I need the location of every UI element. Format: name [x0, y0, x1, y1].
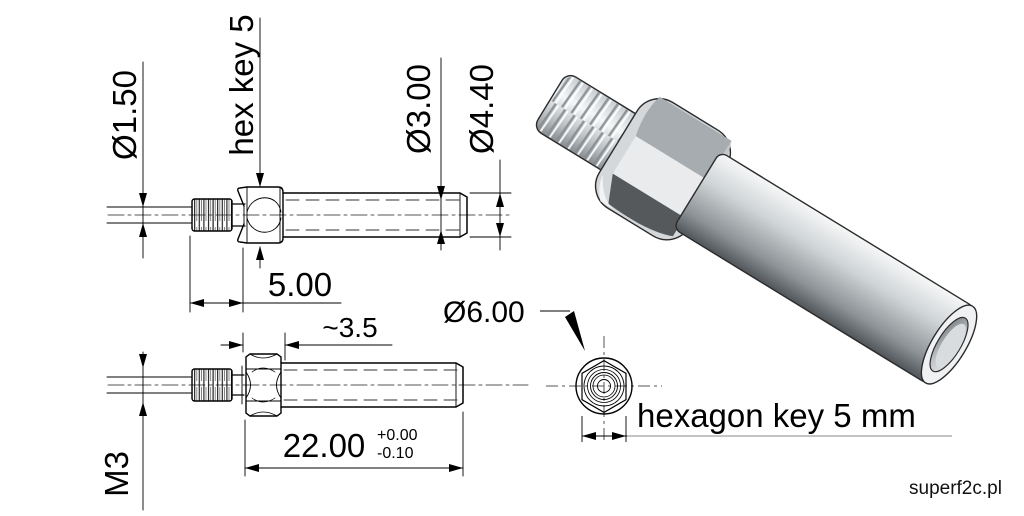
- dimension-arrow: [229, 299, 243, 307]
- dim-label-thread-size: M3: [98, 451, 135, 497]
- dimension-arrow: [139, 402, 147, 416]
- dimension-thread-length: 5.00: [189, 235, 342, 313]
- dimension-outer-dia: Ø4.40: [463, 64, 512, 251]
- side-view-bottom: M3 ~3.5 22.00 +0.00 -0.10: [98, 312, 529, 511]
- watermark-text: superf2c.pl: [909, 478, 1002, 499]
- dim-label-thread-length: 5.00: [268, 266, 332, 303]
- dimension-arrow: [582, 432, 596, 440]
- dim-label-tolerance-lower: -0.10: [377, 445, 414, 462]
- dimension-arrow: [256, 173, 264, 187]
- dimension-arrow: [437, 230, 445, 244]
- dimension-arrow: [285, 341, 299, 349]
- shaft-outline: [282, 192, 468, 238]
- leader-arrow: [565, 311, 585, 351]
- thread-profile: [191, 368, 233, 402]
- dimension-thread-size: M3: [98, 351, 147, 511]
- dim-label-outer-dia: Ø4.40: [463, 64, 500, 154]
- dim-label-across-flats: hexagon key 5 mm: [637, 397, 916, 434]
- dimension-arrow: [449, 464, 463, 472]
- dimension-collar-dia: Ø6.00: [443, 296, 585, 351]
- dim-label-hex-length: ~3.5: [322, 312, 377, 343]
- dimension-across-flats: hexagon key 5 mm: [581, 397, 952, 442]
- dimension-arrow: [190, 299, 204, 307]
- center-bore-circle: [597, 379, 611, 393]
- thread-profile: [191, 198, 233, 232]
- dimension-inner-dia: Ø3.00: [400, 57, 445, 251]
- dimension-arrow: [256, 246, 264, 260]
- dimension-arrow: [612, 432, 626, 440]
- collar-outer-circle: [575, 357, 633, 415]
- dim-label-collar-dia: Ø6.00: [443, 296, 525, 329]
- dimension-hex-length: ~3.5: [220, 312, 393, 361]
- dim-label-bore-dia: Ø1.50: [106, 70, 143, 160]
- dimension-arrow: [229, 341, 243, 349]
- render-body-tube: [675, 153, 978, 385]
- dimension-arrow: [437, 186, 445, 200]
- dimension-hex-flats: hex key 5: [223, 14, 264, 269]
- dimension-arrow: [139, 354, 147, 368]
- end-view: Ø6.00 hexagon key 5 mm: [443, 296, 952, 444]
- render-3d: [535, 74, 978, 385]
- dimension-arrow: [496, 193, 504, 207]
- hexagon-outline: [581, 359, 627, 414]
- hex-nut-profile: [241, 353, 282, 417]
- hex-collar-profile: [237, 186, 284, 244]
- dimension-arrow: [496, 223, 504, 237]
- dim-label-body-length: 22.00: [283, 427, 366, 464]
- side-view-top: Ø1.50 hex key 5 Ø3.00 Ø4.40: [106, 14, 513, 313]
- dimension-bore-dia: Ø1.50: [106, 61, 147, 259]
- dimension-body-length: 22.00 +0.00 -0.10: [244, 411, 464, 477]
- dimension-arrow: [139, 223, 147, 237]
- dimension-arrow: [139, 193, 147, 207]
- dim-label-tolerance-upper: +0.00: [377, 427, 418, 444]
- dim-label-hex-flats: hex key 5: [223, 14, 260, 155]
- dim-label-inner-dia: Ø3.00: [400, 64, 437, 154]
- shaft-outline: [280, 362, 464, 408]
- dimension-arrow: [245, 464, 259, 472]
